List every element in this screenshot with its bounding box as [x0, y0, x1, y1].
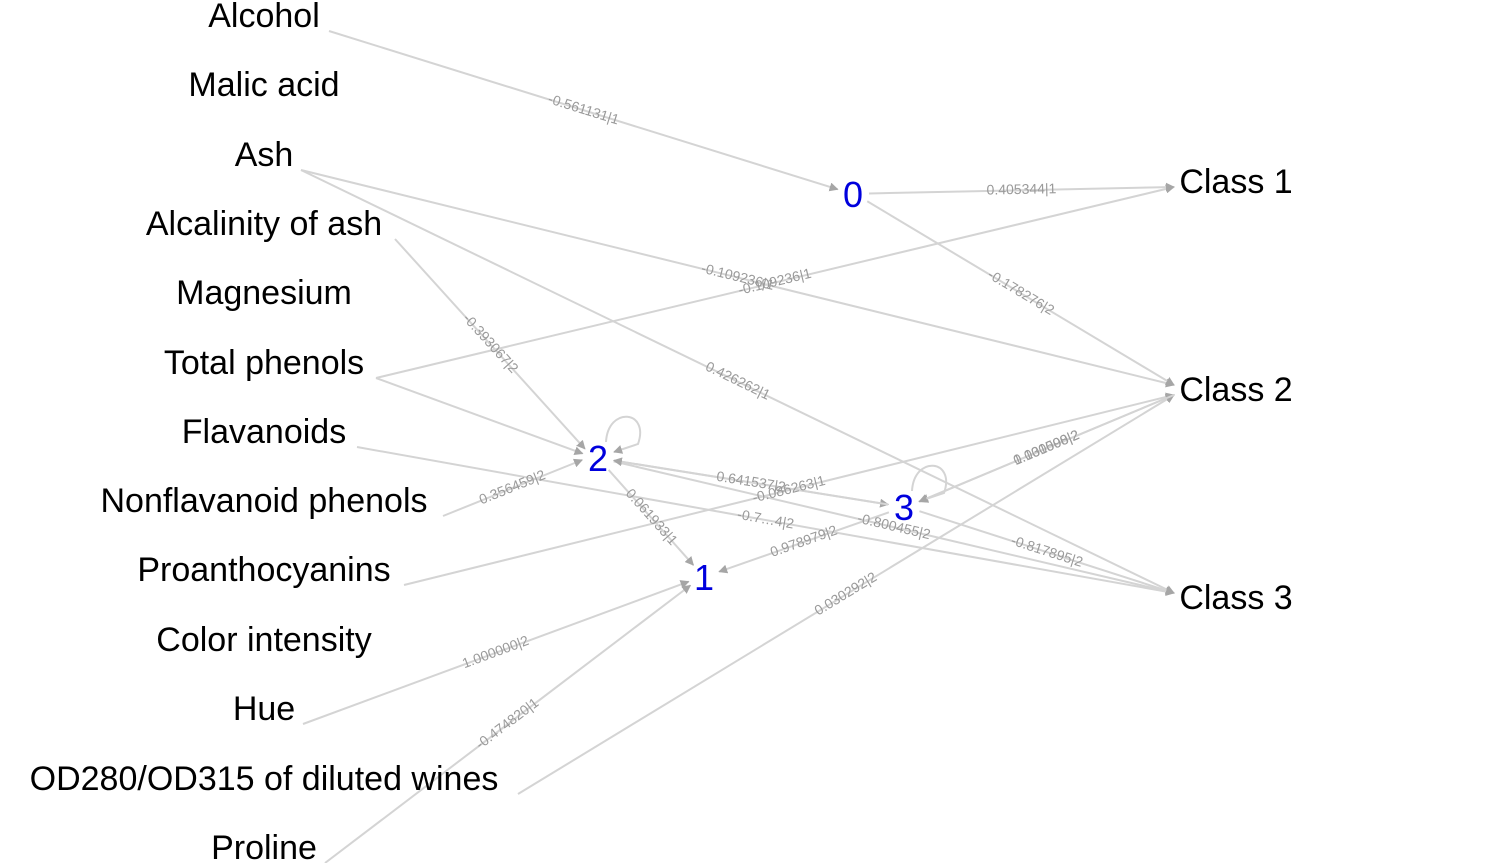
edge-proanthocyanins-to-class-2 [403, 392, 1175, 586]
edge-alcohol-to-0 [328, 30, 839, 192]
edge-3-to-class-3 [919, 510, 1175, 595]
edges-layer [300, 30, 1175, 863]
hidden-node-0: 0 [843, 174, 863, 215]
output-node-class-3: Class 3 [1179, 579, 1292, 617]
edge-hue-to-1-label: 1.000000|2 [460, 632, 531, 671]
edge-2-to-class-3 [613, 460, 1175, 596]
input-node-magnesium: Magnesium [176, 274, 352, 312]
input-node-color-intensity: Color intensity [156, 621, 371, 659]
input-node-malic-acid: Malic acid [188, 66, 339, 104]
edge-0-to-class-2 [866, 200, 1175, 386]
edge-flavanoids-to-class-3-label: -0.7…4|2 [736, 506, 795, 532]
self-loop-3 [911, 464, 948, 503]
edge-ash-to-class-3-label: 0.426262|1 [703, 358, 773, 403]
hidden-node-1: 1 [694, 557, 714, 598]
hidden-node-2: 2 [588, 438, 608, 479]
edge-labels-layer: -0.561131|1-0.109236|10.426262|1-0.39306… [460, 90, 1085, 752]
edge-alcalinity-of-ash-to-2 [394, 238, 586, 450]
edge-2-to-1-label: 0.061933|1 [623, 485, 682, 548]
self-loop-2 [605, 415, 642, 454]
edge-ash-to-class-3 [300, 169, 1175, 594]
edge-alcalinity-of-ash-to-2-label: -0.393067|2 [460, 310, 522, 376]
input-node-od280-od315-of-diluted-wines: OD280/OD315 of diluted wines [30, 760, 499, 798]
edge-class-2-to-3 [918, 394, 1175, 503]
edge-0-to-class-1-label: 0.405344|1 [986, 180, 1056, 197]
edge-2-to-1 [607, 469, 695, 566]
input-node-alcohol: Alcohol [208, 0, 320, 35]
edge-nonflavanoid-phenols-to-2 [442, 458, 583, 517]
output-node-class-1: Class 1 [1179, 163, 1292, 201]
edge-ash-to-class-2 [300, 169, 1175, 388]
edge-alcohol-to-0-label: -0.561131|1 [546, 90, 621, 127]
edge-total-phenols-to-2 [375, 377, 584, 456]
edge-0-to-class-1 [868, 182, 1175, 195]
edge-hue-to-1 [302, 580, 690, 725]
edge-proline-to-1 [324, 584, 692, 863]
edge-total-phenols-to-class-1 [375, 184, 1175, 379]
hidden-node-3: 3 [894, 487, 914, 528]
input-node-hue: Hue [233, 690, 295, 728]
input-node-proline: Proline [211, 829, 317, 863]
input-node-ash: Ash [235, 136, 294, 174]
input-node-proanthocyanins: Proanthocyanins [137, 551, 390, 589]
edge-od280-od315-of-diluted-wines-to-class-2 [517, 394, 1175, 795]
edge-3-to-2 [612, 457, 889, 506]
output-node-class-2: Class 2 [1179, 371, 1292, 409]
edge-3-to-1 [718, 511, 890, 574]
edge-flavanoids-to-class-3 [356, 446, 1175, 597]
input-node-total-phenols: Total phenols [164, 344, 364, 382]
edge-0-to-class-2-label: -0.178276|2 [985, 266, 1057, 318]
edge-nonflavanoid-phenols-to-2-label: 0.356459|2 [477, 466, 548, 507]
input-node-alcalinity-of-ash: Alcalinity of ash [146, 205, 382, 243]
input-node-flavanoids: Flavanoids [182, 413, 346, 451]
input-node-nonflavanoid-phenols: Nonflavanoid phenols [100, 482, 427, 520]
edge-od280-od315-of-diluted-wines-to-class-2-label: 0.030292|2 [811, 568, 879, 618]
edge-proline-to-1-label: -0.474820|1 [472, 694, 541, 752]
